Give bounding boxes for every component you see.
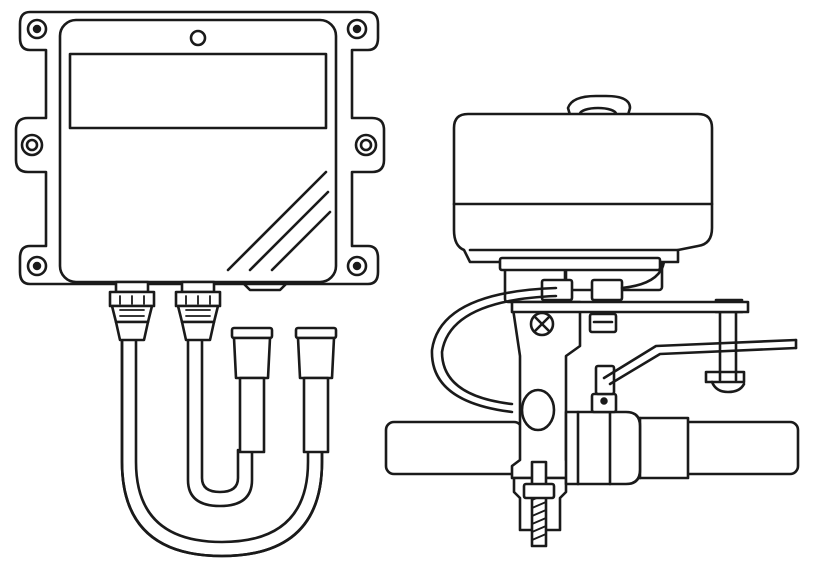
mounting-hole-mid-left	[20, 133, 44, 157]
cable-gland-left	[108, 280, 156, 342]
controller-box	[14, 10, 386, 292]
mounting-hole-bottom-right	[346, 255, 368, 277]
sensor-probe-left	[230, 326, 274, 454]
indicator-led	[189, 29, 207, 47]
sensor-probe-right	[294, 326, 338, 454]
actuator-coupling	[503, 254, 750, 334]
probe-cables	[120, 338, 324, 558]
decorative-stripes	[226, 170, 332, 272]
mounting-hole-top-left	[26, 18, 48, 40]
pipe-right	[620, 416, 800, 480]
lever-bracket	[704, 298, 746, 394]
pipe-clamp	[510, 300, 582, 548]
cable-gland-right	[174, 280, 222, 342]
display-window	[68, 52, 328, 130]
ball-valve-body	[564, 364, 642, 486]
mounting-hole-mid-right	[354, 133, 378, 157]
actuator-cable	[430, 260, 666, 414]
pipe-left	[384, 420, 524, 476]
valve-actuator-housing	[452, 94, 714, 272]
mounting-hole-top-right	[346, 18, 368, 40]
valve-lever-handle	[602, 338, 798, 386]
mounting-hole-bottom-left	[26, 255, 48, 277]
